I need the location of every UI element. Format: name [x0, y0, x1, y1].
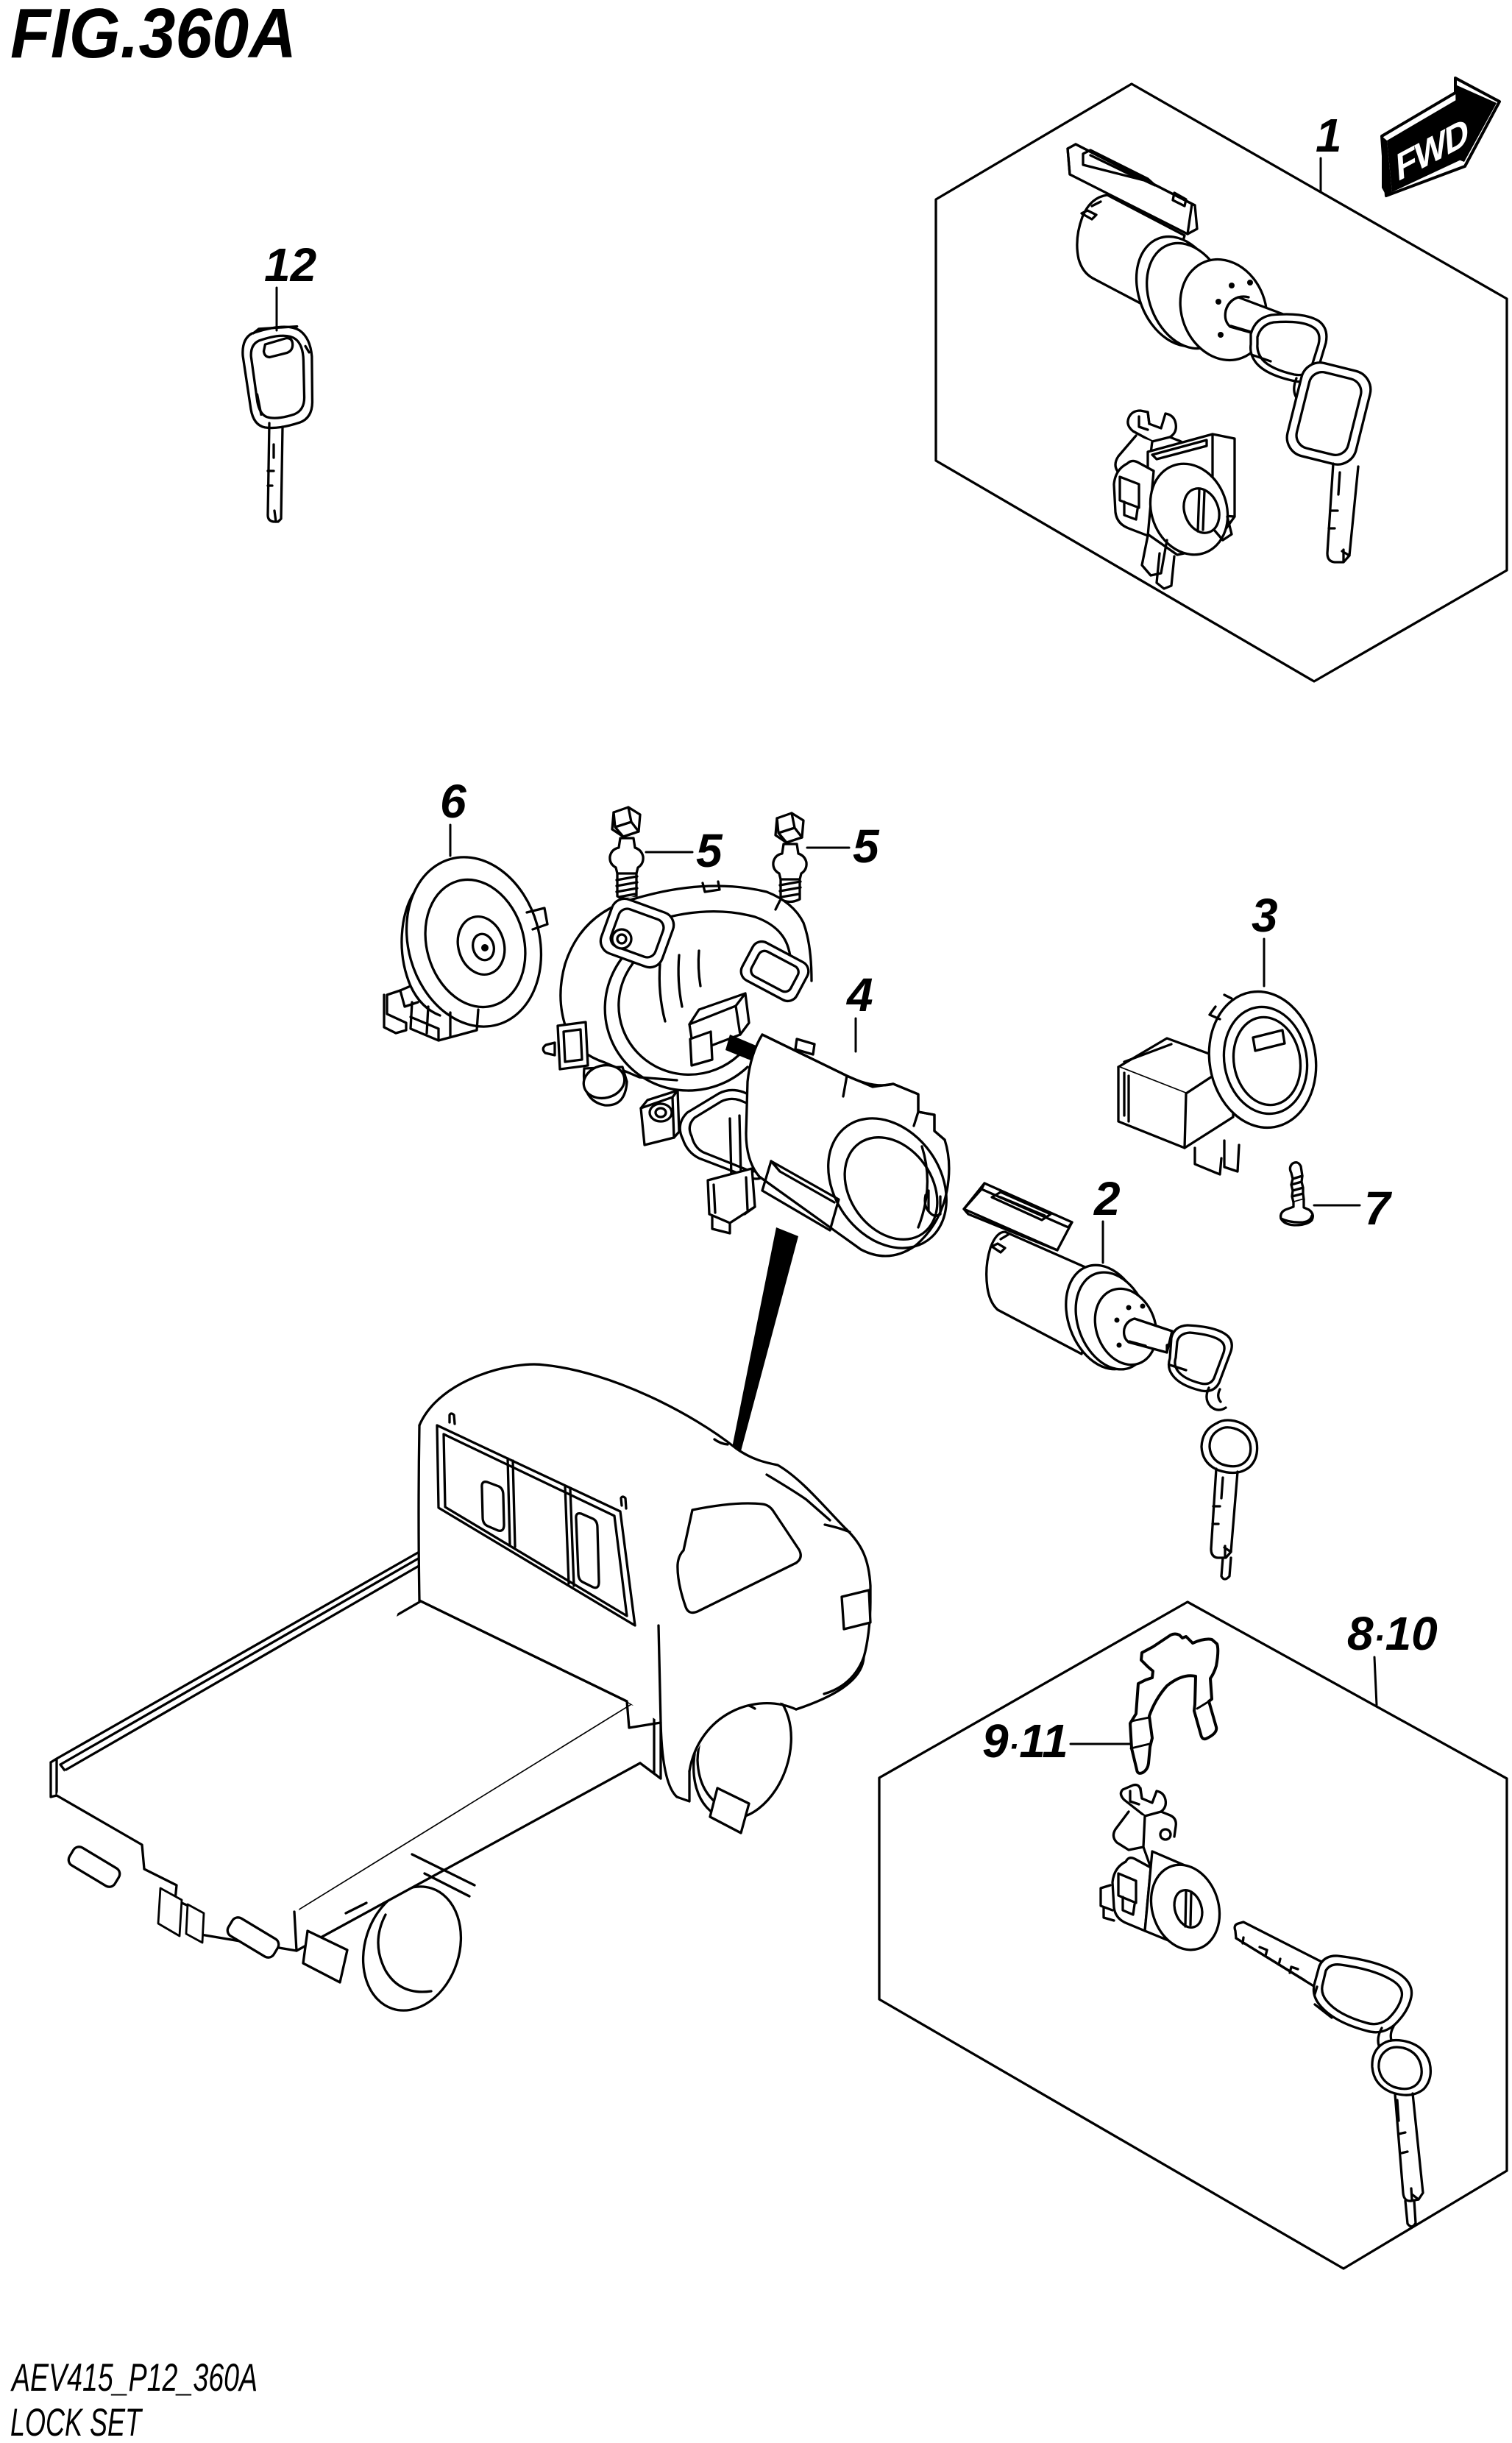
- svg-text:3: 3: [1252, 889, 1278, 942]
- svg-text:4: 4: [845, 968, 873, 1021]
- svg-text:8·10: 8·10: [1347, 1607, 1438, 1660]
- svg-text:6: 6: [440, 775, 466, 828]
- svg-text:1: 1: [1316, 109, 1342, 162]
- svg-text:2: 2: [1093, 1172, 1121, 1225]
- svg-text:5: 5: [853, 820, 880, 873]
- svg-text:LOCK SET: LOCK SET: [10, 2401, 143, 2443]
- svg-text:AEV415_P12_360A: AEV415_P12_360A: [10, 2356, 258, 2400]
- svg-text:9·11: 9·11: [982, 1715, 1068, 1767]
- svg-text:7: 7: [1364, 1182, 1393, 1235]
- svg-text:FIG.360A: FIG.360A: [10, 0, 297, 73]
- svg-text:5: 5: [696, 824, 723, 877]
- svg-text:12: 12: [264, 238, 316, 291]
